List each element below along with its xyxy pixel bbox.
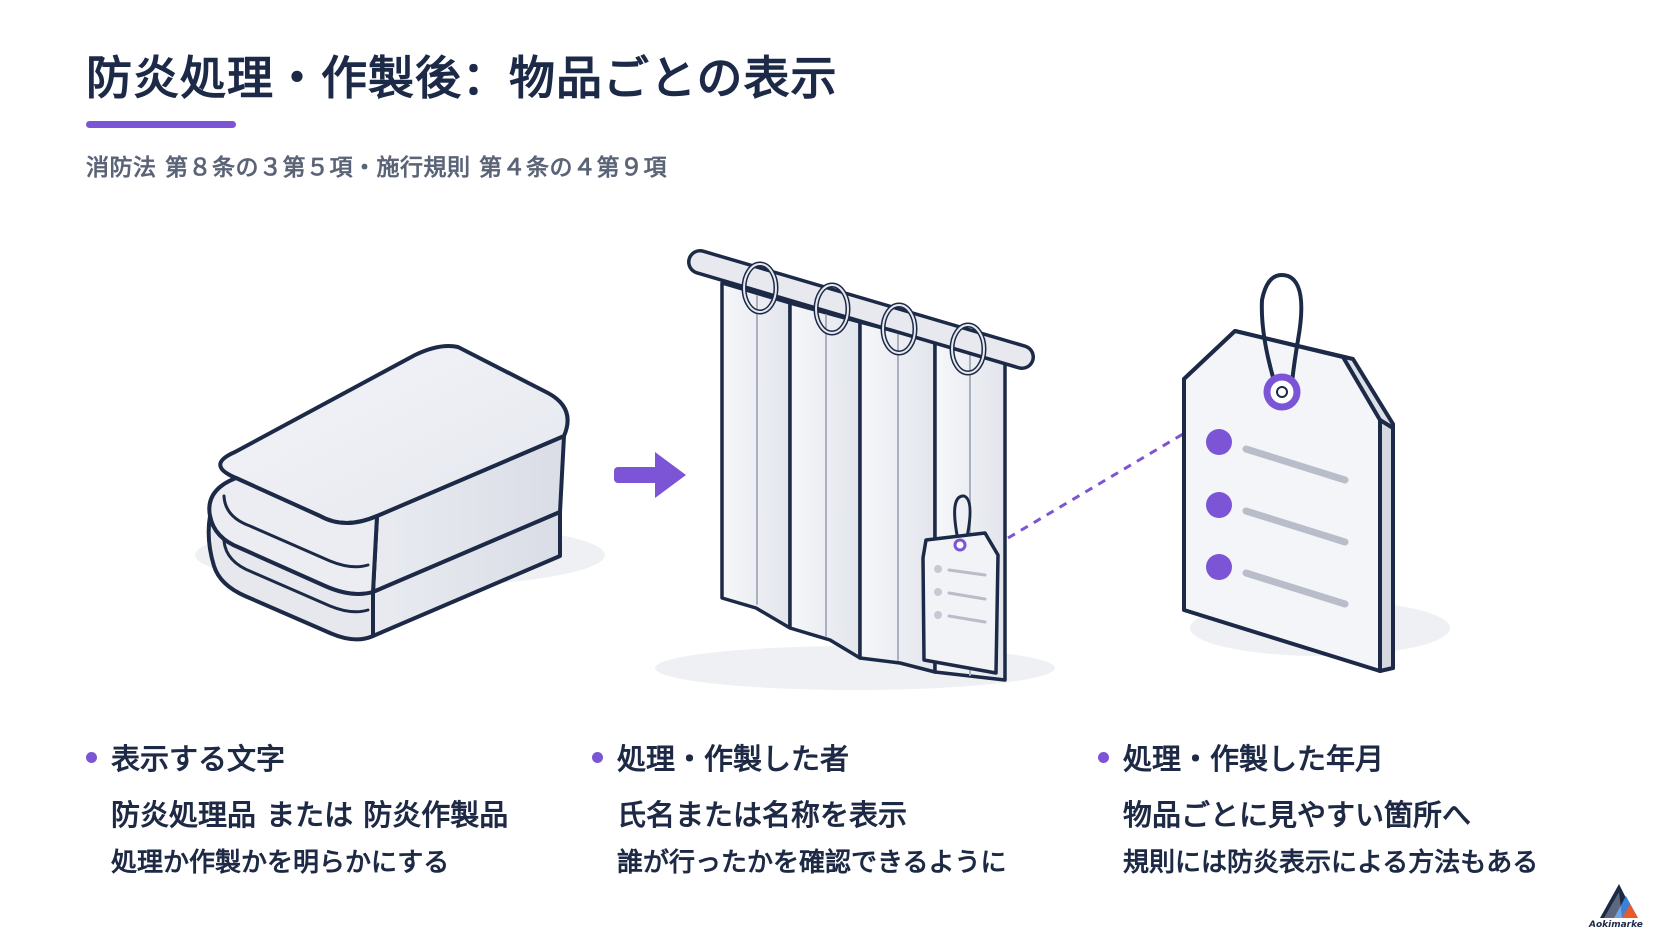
column-line-primary: 氏名または名称を表示 — [617, 798, 908, 832]
column-line-secondary: 規則には防炎表示による方法もある — [1123, 848, 1539, 878]
dashed-connector — [1007, 432, 1184, 540]
column-heading: 処理・作製した年月 — [1123, 742, 1385, 776]
folded-fabric-icon — [195, 344, 605, 642]
large-label-tag-icon — [1182, 273, 1450, 673]
arrow-right-icon — [614, 452, 686, 498]
column-heading: 処理・作製した者 — [617, 742, 850, 776]
bullet-dot — [1098, 751, 1109, 763]
title-underline — [86, 121, 236, 128]
info-column-display-text: 表示する文字 防炎処理品 または 防炎作製品 処理か作製かを明らかにする — [86, 736, 586, 879]
column-line-secondary: 処理か作製かを明らかにする — [111, 848, 450, 878]
curtain-with-tag-icon — [655, 249, 1055, 690]
bullet-dot — [592, 751, 603, 763]
page-title: 防炎処理・作製後：物品ごとの表示 — [86, 51, 838, 105]
brand-logo-icon — [1600, 884, 1638, 918]
info-column-processor: 処理・作製した者 氏名または名称を表示 誰が行ったかを確認できるように — [592, 736, 1092, 879]
page-subtitle: 消防法 第８条の３第５項・施行規則 第４条の４第９項 — [86, 155, 668, 181]
column-line-secondary: 誰が行ったかを確認できるように — [617, 848, 1007, 878]
brand-logo-text: Aokimarke — [1589, 920, 1643, 930]
column-line-primary: 物品ごとに見やすい箇所へ — [1123, 798, 1472, 832]
column-heading: 表示する文字 — [111, 742, 286, 776]
bullet-dot — [86, 751, 97, 763]
column-line-primary: 防炎処理品 または 防炎作製品 — [111, 798, 509, 832]
info-column-date: 処理・作製した年月 物品ごとに見やすい箇所へ 規則には防炎表示による方法もある — [1098, 736, 1638, 879]
